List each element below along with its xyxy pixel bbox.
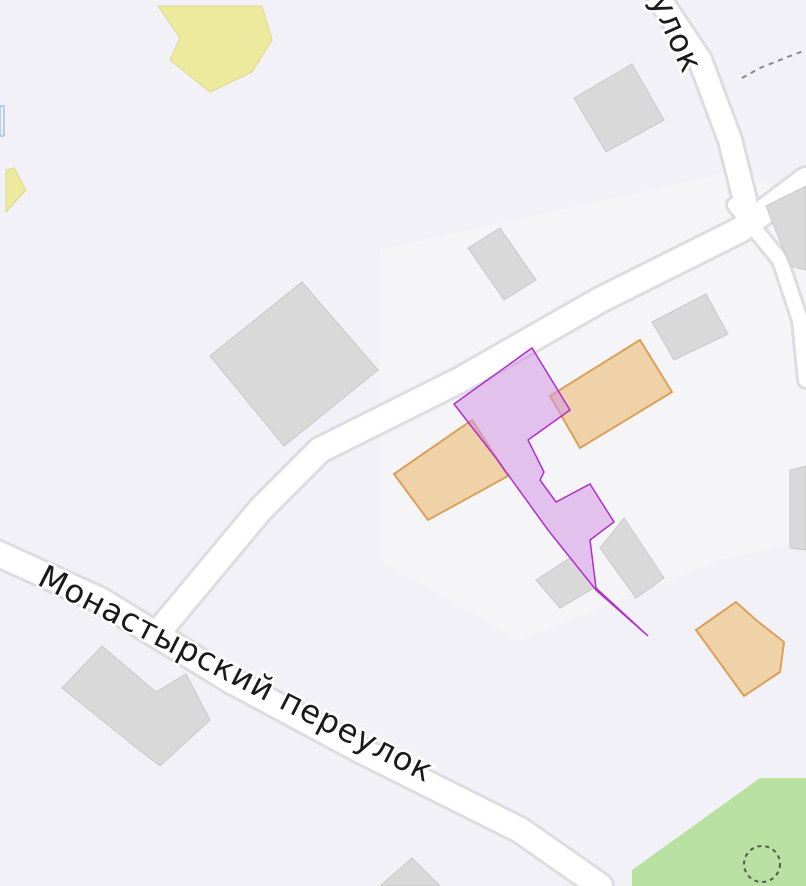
- road-diagonal: [148, 168, 806, 642]
- yellow-area-left: [5, 167, 27, 214]
- highlighted-polygon[interactable]: [452, 346, 649, 637]
- orange-buildings: [392, 338, 786, 698]
- building: [379, 857, 441, 886]
- building: [599, 517, 665, 599]
- building: [209, 281, 379, 447]
- yellow-area-top: [157, 5, 273, 93]
- building: [651, 293, 729, 361]
- building: [765, 185, 806, 271]
- orange-building: [548, 338, 674, 450]
- buildings: [61, 63, 806, 886]
- building: [573, 63, 665, 153]
- building: [61, 645, 211, 767]
- orange-building: [392, 418, 510, 522]
- edge-marker: [0, 105, 5, 137]
- orange-building: [694, 600, 786, 698]
- road-right: [728, 198, 806, 387]
- road-top: [649, 0, 756, 211]
- road-monastyrsky: [0, 541, 612, 886]
- footpath: [741, 49, 806, 79]
- building: [789, 465, 806, 551]
- tree-icon: [743, 845, 781, 883]
- building: [467, 227, 537, 301]
- green-area: [632, 778, 806, 886]
